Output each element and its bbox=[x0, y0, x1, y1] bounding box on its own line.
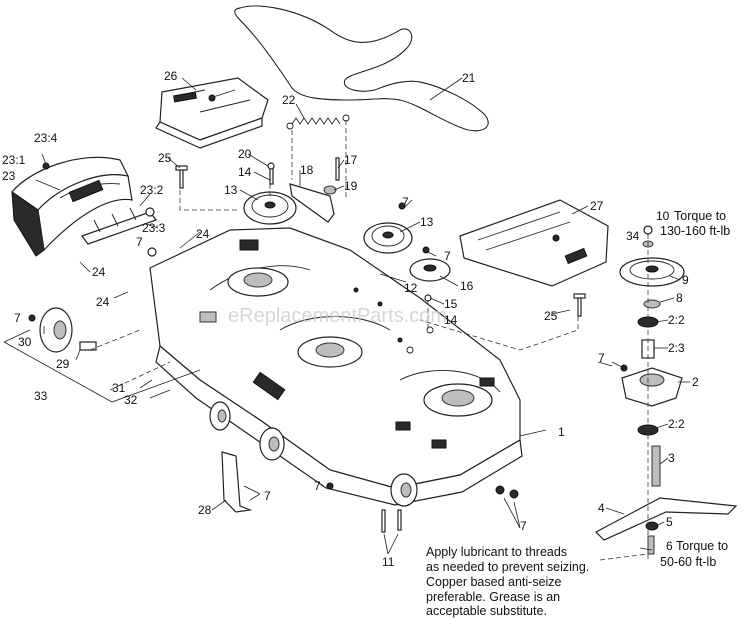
torque-top-line1: Torque to bbox=[674, 209, 726, 223]
callout-16: 16 bbox=[460, 279, 474, 293]
callout-23-4: 23:4 bbox=[34, 131, 58, 145]
callout-23-2: 23:2 bbox=[140, 183, 164, 197]
callout-14a: 14 bbox=[238, 165, 252, 179]
skid-bracket bbox=[221, 451, 253, 513]
callout-18: 18 bbox=[300, 163, 314, 177]
belt-cover-left bbox=[155, 77, 269, 149]
lubricant-line-1: Apply lubricant to threads bbox=[426, 545, 567, 559]
lubricant-line-4: preferable. Grease is an bbox=[426, 590, 560, 604]
callout-7a: 7 bbox=[402, 195, 409, 209]
callout-7g: 7 bbox=[314, 479, 321, 493]
callout-6: 6 bbox=[666, 539, 673, 553]
callout-17: 17 bbox=[344, 153, 358, 167]
callout-2-3: 2:3 bbox=[668, 341, 685, 355]
callout-7d: 7 bbox=[14, 311, 21, 325]
spindle-assembly bbox=[595, 225, 738, 555]
callout-23-1: 23:1 bbox=[2, 153, 26, 167]
callout-27: 27 bbox=[590, 199, 604, 213]
callout-2-2b: 2:2 bbox=[668, 417, 685, 431]
callout-14b: 14 bbox=[444, 313, 458, 327]
callout-24c: 24 bbox=[96, 295, 110, 309]
assembly-lines bbox=[89, 120, 649, 561]
callout-33: 33 bbox=[34, 389, 48, 403]
lubricant-line-2: as needed to prevent seizing. bbox=[426, 560, 589, 574]
callout-2-2a: 2:2 bbox=[668, 313, 685, 327]
callout-30: 30 bbox=[18, 335, 32, 349]
callout-13b: 13 bbox=[420, 215, 434, 229]
callout-12: 12 bbox=[404, 281, 418, 295]
idler-pulleys bbox=[243, 191, 451, 282]
callout-7e: 7 bbox=[598, 351, 605, 365]
belt-cover-right bbox=[459, 199, 609, 287]
callout-24b: 24 bbox=[92, 265, 106, 279]
torque-top-line2: 130-160 ft-lb bbox=[660, 224, 730, 238]
idler-arm bbox=[289, 183, 337, 223]
callout-labels: 1 2 2:2 2:3 2:2 3 4 5 6 7 7 7 7 7 7 7 7 … bbox=[2, 69, 699, 569]
leader-lines bbox=[35, 77, 690, 555]
callout-8: 8 bbox=[676, 291, 683, 305]
callout-2: 2 bbox=[692, 375, 699, 389]
callout-23: 23 bbox=[2, 169, 16, 183]
callout-7f: 7 bbox=[264, 489, 271, 503]
callout-20: 20 bbox=[238, 147, 252, 161]
callout-9: 9 bbox=[682, 273, 689, 287]
callout-15: 15 bbox=[444, 297, 458, 311]
callout-28: 28 bbox=[198, 503, 212, 517]
callout-19: 19 bbox=[344, 179, 358, 193]
callout-3: 3 bbox=[668, 451, 675, 465]
callout-10: 10 bbox=[656, 209, 670, 223]
lubricant-note: Apply lubricant to threads as needed to … bbox=[426, 545, 589, 618]
torque-bottom-line2: 50-60 ft-lb bbox=[660, 555, 716, 569]
callout-22: 22 bbox=[282, 93, 296, 107]
lubricant-line-3: Copper based anti-seize bbox=[426, 575, 562, 589]
idler-spring bbox=[286, 114, 350, 130]
callout-26: 26 bbox=[164, 69, 178, 83]
callout-5: 5 bbox=[666, 515, 673, 529]
mower-deck-shell bbox=[149, 227, 523, 506]
callout-24a: 24 bbox=[196, 227, 210, 241]
callout-7c: 7 bbox=[136, 235, 143, 249]
group-33-bracket-end bbox=[3, 329, 31, 343]
drive-belt bbox=[234, 5, 489, 132]
callout-4: 4 bbox=[598, 501, 605, 515]
callout-34: 34 bbox=[626, 229, 640, 243]
deck-wheels bbox=[209, 401, 418, 507]
callout-7h: 7 bbox=[520, 519, 527, 533]
callout-11: 11 bbox=[382, 555, 395, 569]
callout-29: 29 bbox=[56, 357, 70, 371]
callout-23-3: 23:3 bbox=[142, 221, 166, 235]
torque-note-top: Torque to 130-160 ft-lb bbox=[660, 209, 730, 238]
anti-scalp-bracket bbox=[81, 207, 157, 257]
lubricant-line-5: acceptable substitute. bbox=[426, 604, 547, 618]
caster-wheel bbox=[39, 307, 97, 353]
callout-31: 31 bbox=[112, 381, 126, 395]
callout-21: 21 bbox=[462, 71, 476, 85]
callout-7b: 7 bbox=[444, 249, 451, 263]
watermark: eReplacementParts.com bbox=[228, 305, 447, 327]
group-33-bracket bbox=[3, 341, 201, 403]
callout-1: 1 bbox=[558, 425, 565, 439]
torque-bottom-line1: Torque to bbox=[676, 539, 728, 553]
callout-32: 32 bbox=[124, 393, 138, 407]
torque-note-bottom: Torque to 50-60 ft-lb bbox=[660, 539, 728, 569]
deflector-cover-23 bbox=[11, 156, 133, 257]
callout-13a: 13 bbox=[224, 183, 238, 197]
callout-25a: 25 bbox=[158, 151, 172, 165]
callout-25b: 25 bbox=[544, 309, 558, 323]
hardware-bolts bbox=[28, 157, 628, 533]
